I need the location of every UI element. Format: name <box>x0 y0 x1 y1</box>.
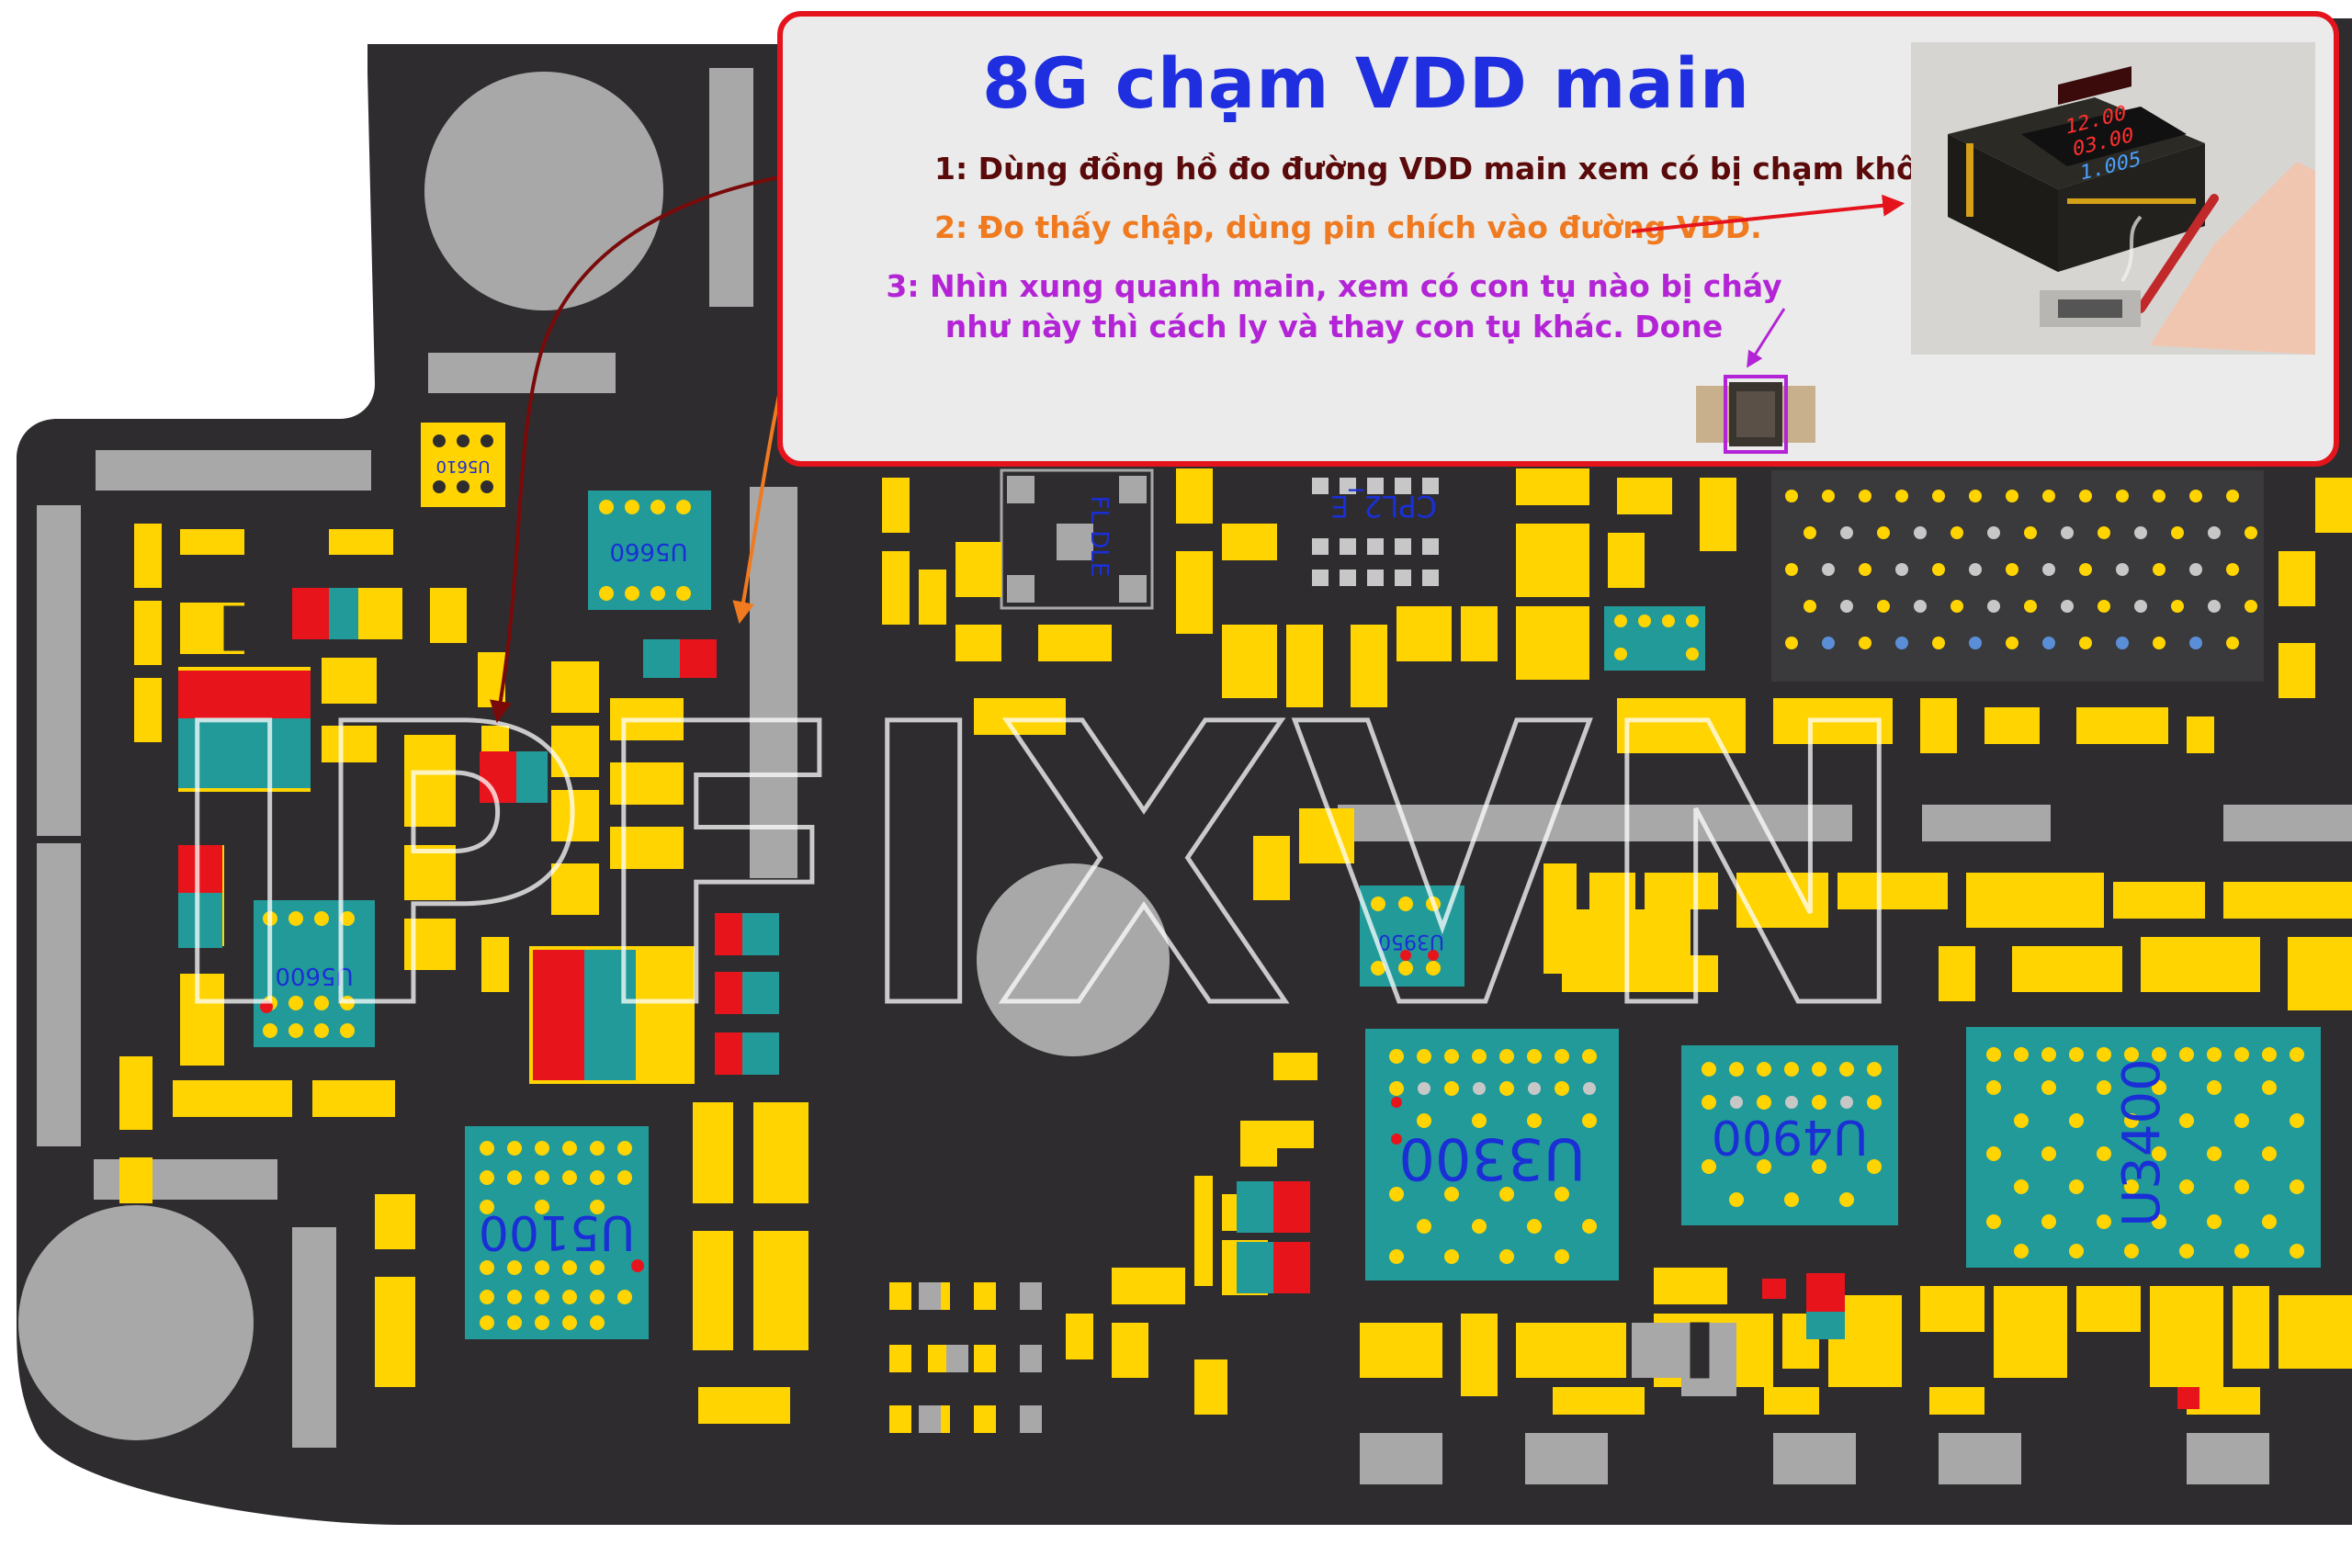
psu-display-top <box>2058 66 2132 106</box>
grey-strip <box>750 487 797 878</box>
grey-strip <box>37 505 81 836</box>
arrow-to-power-supply <box>1631 194 1905 233</box>
ic-label-cpl2: CPL2_E <box>1330 489 1437 524</box>
power-supply-photo: 12.00 03.00 1.005 <box>1911 42 2315 355</box>
grey-strip <box>2187 1433 2269 1484</box>
grey-strip <box>2223 805 2352 841</box>
ic-label-fl-dle: FL DLE <box>1085 496 1113 578</box>
ic-label-u5610: U5610 <box>436 457 491 476</box>
ic-label-u4900: U4900 <box>1712 1109 1868 1164</box>
arrow-step1 <box>490 162 923 724</box>
ic-label-u3950: U3950 <box>1378 930 1444 953</box>
bga-u3300 <box>1365 1029 1619 1280</box>
grey-strip <box>1773 1433 1856 1484</box>
grey-strip <box>292 1227 336 1448</box>
watermark: IPFIXVN <box>162 644 1915 1093</box>
burnt-capacitor-illustration <box>1696 373 1815 459</box>
mount-hole-center <box>977 863 1170 1056</box>
grey-strip <box>96 450 371 491</box>
ic-label-u5100: U5100 <box>479 1204 635 1259</box>
ic-label-u5600: U5600 <box>275 962 353 989</box>
grey-strip <box>1525 1433 1608 1484</box>
ic-label-u5660: U5660 <box>609 537 687 565</box>
bga-small-mid <box>1604 606 1705 671</box>
instruction-callout: 8G chạm VDD main 1: Dùng đồng hồ đo đườn… <box>777 11 2339 467</box>
bga-u5660 <box>588 491 711 610</box>
callout-title: 8G chạm VDD main <box>982 42 1750 124</box>
grey-strip <box>1922 805 2051 841</box>
bga-top-right <box>1771 470 2264 682</box>
bga-u3400 <box>1966 1027 2321 1268</box>
grey-strip <box>37 843 81 1146</box>
ic-label-u3300: U3300 <box>1398 1125 1585 1192</box>
grey-strip <box>1360 1433 1442 1484</box>
bga-u4900 <box>1681 1045 1898 1225</box>
bga-fl-dle <box>1000 468 1154 610</box>
grey-strip <box>428 353 616 393</box>
bga-u5610 <box>421 423 505 507</box>
grey-strip <box>1338 805 1852 841</box>
grey-strip <box>1939 1433 2021 1484</box>
step-3-text: 3: Nhìn xung quanh main, xem có con tụ n… <box>886 268 1782 344</box>
callout-arrows <box>1631 194 1905 368</box>
bga-u5600 <box>254 900 375 1047</box>
step-2-text: 2: Đo thấy chập, dùng pin chích vào đườn… <box>934 209 1762 245</box>
colored-components <box>178 588 2199 1409</box>
arrow-to-capacitor <box>1747 308 1786 368</box>
bga-u5100 <box>465 1126 649 1339</box>
step-1-text: 1: Dùng đồng hồ đo đường VDD main xem có… <box>934 151 1978 186</box>
mount-hole-bottom-left <box>18 1205 254 1440</box>
mount-hole-top <box>424 72 663 310</box>
bga-u3950 <box>1360 886 1464 987</box>
ic-label-u3400: U3400 <box>2112 1058 2172 1227</box>
bga-cpl2 <box>1303 470 1464 599</box>
